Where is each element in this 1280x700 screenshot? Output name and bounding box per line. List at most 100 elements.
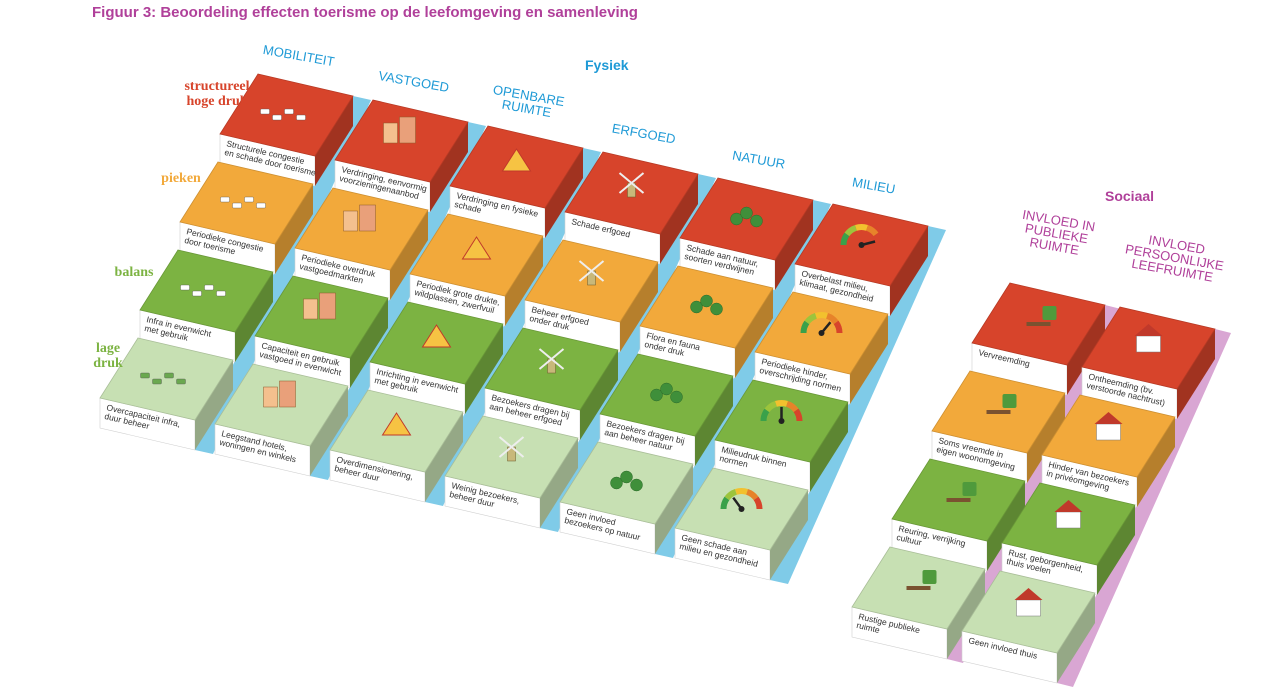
car-shape [220, 196, 230, 203]
tree-shape [710, 302, 723, 316]
cell-persoonlijke-leefruimte-peak-side-face [1137, 417, 1175, 507]
building-shape [279, 380, 296, 408]
circus-tent-icon [381, 412, 412, 436]
gauge-segment [825, 313, 839, 325]
gauge-segment [815, 312, 828, 319]
cell-openbare-ruimte-balance-side-face [465, 324, 503, 414]
cell-erfgoed-high-side-face [660, 174, 698, 264]
level-label-peak: pieken [161, 171, 201, 186]
level-label-high-line: structureel [184, 79, 249, 94]
cell-milieu-peak-side-face [850, 314, 888, 404]
house-roof [1094, 412, 1123, 424]
cars-icon [260, 108, 306, 121]
tree-shape [700, 294, 713, 308]
category-label-vastgoed: VASTGOED [377, 68, 450, 95]
gauge-segment [793, 408, 803, 422]
cell-mobiliteit-high-side-face [315, 96, 353, 186]
park-bench-icon [1026, 306, 1057, 326]
cell-publieke-ruimte-balance-side-face [987, 481, 1025, 571]
cell-persoonlijke-leefruimte-high-side-face [1177, 329, 1215, 419]
house-icon [1134, 324, 1163, 353]
hedge-shape [962, 482, 977, 496]
cell-vastgoed-peak-side-face [390, 210, 428, 300]
car-shape [192, 290, 202, 297]
figure-title: Figuur 3: Beoordeling effecten toerisme … [92, 4, 638, 21]
building-shape [319, 292, 336, 320]
car-shape [260, 108, 270, 115]
gauge-segment [785, 401, 799, 413]
physical-grid: Structurele congestieen schade door toer… [99, 73, 946, 584]
windmill-icon [578, 260, 605, 286]
trees-icon [730, 206, 763, 228]
level-label-balance: balans [115, 265, 154, 280]
tree-shape [660, 382, 673, 396]
cell-milieu-high-side-face [890, 226, 928, 316]
cell-erfgoed-balance-side-face [580, 350, 618, 440]
house-body [1016, 599, 1041, 617]
cell-milieu-balance-side-face [810, 402, 848, 492]
buildings-icon [263, 380, 296, 408]
trees-icon [690, 294, 723, 316]
cell-milieu-low-side-face [770, 490, 808, 580]
house-roof [1014, 588, 1043, 600]
category-label-mobiliteit: MOBILITEIT [262, 42, 336, 69]
gauge-segment [745, 489, 759, 501]
gauge-segment [840, 232, 850, 246]
category-label-natuur-line: NATUUR [731, 148, 786, 172]
car-shape [244, 196, 254, 203]
cell-mobiliteit-low-side-face [195, 360, 233, 450]
tent-shape [501, 148, 532, 172]
gauge-segment [873, 232, 883, 246]
cell-erfgoed-low-side-face [540, 438, 578, 528]
cars-icon [180, 284, 226, 297]
riser-water [310, 122, 486, 480]
car-shape [180, 284, 190, 291]
cell-vastgoed-balance-side-face [350, 298, 388, 388]
tent-shape [421, 324, 452, 348]
mill-blade [618, 172, 645, 194]
category-label-publieke-ruimte: INVLOED INPUBLIEKERUIMTE [1017, 207, 1097, 260]
cell-mobiliteit-peak-side-face [275, 184, 313, 274]
group-label-social: Sociaal [1105, 188, 1154, 204]
park-bench-icon [906, 570, 937, 590]
category-label-natuur: NATUUR [731, 148, 786, 172]
building-shape [383, 122, 398, 144]
car-shape [164, 372, 174, 379]
gauge-segment [833, 320, 843, 334]
gauge-segment [764, 401, 778, 413]
tree-shape [670, 390, 683, 404]
cell-persoonlijke-leefruimte-balance-side-face [1097, 505, 1135, 595]
building-shape [303, 298, 318, 320]
car-shape [284, 108, 294, 115]
cell-persoonlijke-leefruimte-low-side-face [1057, 593, 1095, 683]
gauge-segment [844, 225, 858, 237]
category-label-erfgoed-line: ERFGOED [611, 121, 677, 147]
tree-shape [690, 300, 703, 314]
riser-social [1057, 329, 1231, 687]
buildings-icon [383, 116, 416, 144]
tree-shape [750, 214, 763, 228]
cell-natuur-peak-side-face [735, 288, 773, 378]
cell-publieke-ruimte-low-side-face [947, 569, 985, 659]
group-label-physical: Fysiek [585, 57, 629, 73]
cell-mobiliteit-low-top-face [99, 337, 234, 421]
hedge-shape [1042, 306, 1057, 320]
category-label-erfgoed: ERFGOED [611, 121, 677, 147]
gauge-segment [724, 489, 738, 501]
category-label-mobiliteit-line: MOBILITEIT [262, 42, 336, 69]
hedge-shape [922, 570, 937, 584]
cell-publieke-ruimte-peak-side-face [1027, 393, 1065, 483]
house-roof [1054, 500, 1083, 512]
gauge-segment [800, 320, 810, 334]
park-bench-icon [986, 394, 1017, 414]
gauge-hub [778, 418, 785, 424]
cars-icon [140, 372, 186, 385]
tree-shape [740, 206, 753, 220]
bench-shape [946, 498, 971, 502]
building-shape [263, 386, 278, 408]
windmill-icon [498, 436, 525, 462]
tent-shape [381, 412, 412, 436]
category-label-openbare-ruimte: OPENBARERUIMTE [490, 82, 566, 122]
